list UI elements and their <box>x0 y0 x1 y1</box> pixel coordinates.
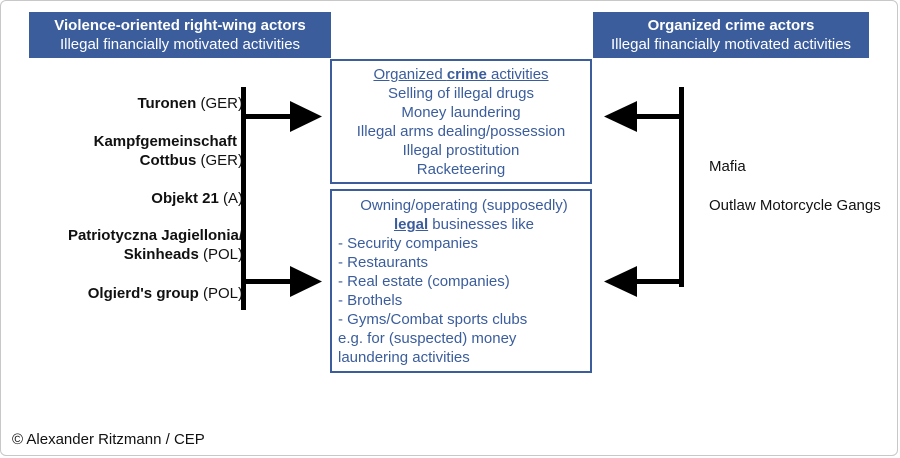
header-left-title: Violence-oriented right-wing actors <box>54 17 306 34</box>
header-right-title: Organized crime actors <box>647 17 815 34</box>
actor-outlaw-motorcycle-gangs: Outlaw Motorcycle Gangs <box>709 197 881 214</box>
actor-kampfgemeinschaft-cottbus: Kampfgemeinschaft Cottbus (GER) <box>94 132 243 170</box>
actor-name-line1: Kampfgemeinschaft <box>93 133 237 150</box>
legal-line2-rest: businesses like <box>428 216 535 233</box>
header-left-subtitle: Illegal financially motivated activities <box>59 36 301 53</box>
legal-note-line1: e.g. for (suspected) money <box>338 330 517 347</box>
crime-title-pre: Organized <box>373 66 447 83</box>
left-lower-arrowhead-icon <box>290 266 322 297</box>
right-vertical-bar <box>679 87 684 287</box>
right-upper-arrowhead-icon <box>604 101 637 132</box>
actor-name-line2: Skinheads <box>123 246 199 263</box>
crime-item: Selling of illegal drugs <box>388 85 534 102</box>
legal-item: - Brothels <box>338 292 403 309</box>
legal-item: - Gyms/Combat sports clubs <box>338 311 528 328</box>
left-lower-arrow-shaft <box>241 279 293 284</box>
left-upper-arrow-shaft <box>241 114 293 119</box>
crime-item: Racketeering <box>416 161 506 178</box>
legal-box-line1: Owning/operating (supposedly) <box>360 197 568 214</box>
left-upper-arrowhead-icon <box>290 101 322 132</box>
right-lower-arrowhead-icon <box>604 266 637 297</box>
actor-country: (POL) <box>198 246 243 263</box>
right-upper-arrow-shaft <box>634 114 684 119</box>
actor-mafia: Mafia <box>709 158 746 175</box>
crime-item: Illegal prostitution <box>402 142 520 159</box>
actor-name: Turonen <box>137 95 197 112</box>
actor-name-line1: Patriotyczna Jagiellonia/ <box>67 227 243 244</box>
actor-name: Olgierd's group <box>87 285 199 302</box>
actor-country: (GER) <box>196 152 243 169</box>
actor-patriotyczna-jagiellonia: Patriotyczna Jagiellonia/ Skinheads (POL… <box>68 226 243 264</box>
legal-businesses-box: Owning/operating (supposedly) legal busi… <box>330 189 592 373</box>
crime-item: Money laundering <box>401 104 521 121</box>
crime-title-bold: crime <box>446 66 487 83</box>
actor-olgierds-group: Olgierd's group (POL) <box>88 284 243 303</box>
actor-turonen: Turonen (GER) <box>137 94 243 113</box>
legal-item: - Restaurants <box>338 254 429 271</box>
actor-country: (POL) <box>198 285 243 302</box>
actor-country: (GER) <box>196 95 243 112</box>
right-lower-arrow-shaft <box>634 279 684 284</box>
legal-note-line2: laundering activities <box>338 349 470 366</box>
actor-name-line2: Cottbus <box>139 152 197 169</box>
actor-country: (A) <box>218 190 243 207</box>
legal-box-line2: legal businesses like <box>338 215 590 234</box>
header-organized-crime-actors: Organized crime actors Illegal financial… <box>593 12 869 58</box>
header-right-subtitle: Illegal financially motivated activities <box>610 36 852 53</box>
legal-word: legal <box>393 216 429 233</box>
legal-item: - Real estate (companies) <box>338 273 510 290</box>
header-right-wing-actors: Violence-oriented right-wing actors Ille… <box>29 12 331 58</box>
crime-item: Illegal arms dealing/possession <box>356 123 566 140</box>
copyright-footer: © Alexander Ritzmann / CEP <box>12 431 205 448</box>
crime-activities-box: Organized crime activities Selling of il… <box>330 59 592 184</box>
actor-objekt-21: Objekt 21 (A) <box>151 189 243 208</box>
legal-item: - Security companies <box>338 235 479 252</box>
actor-name: Objekt 21 <box>151 190 219 207</box>
left-vertical-bar <box>241 87 246 310</box>
crime-title-post: activities <box>486 66 549 83</box>
crime-box-title: Organized crime activities <box>332 65 590 84</box>
